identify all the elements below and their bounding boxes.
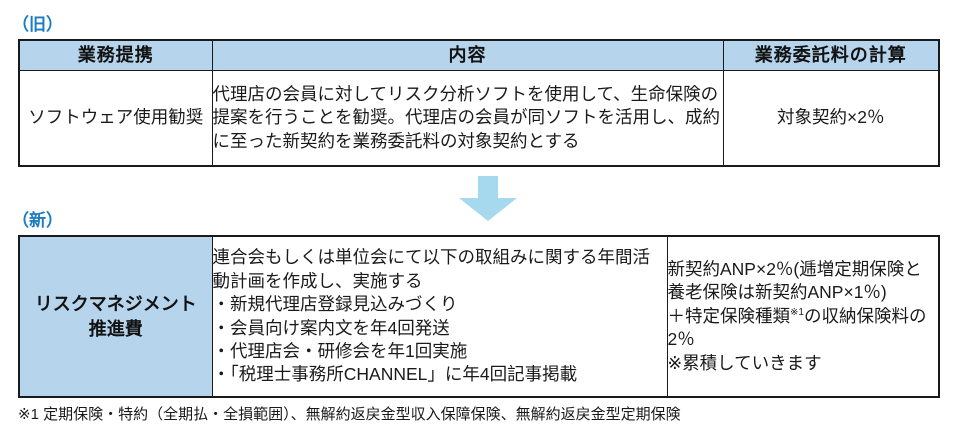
section-label-old: （旧） [12, 15, 63, 34]
footnote-text: ※1 定期保険・特約（全期払・全損範囲）、無解約返戻金型収入保障保険、無解約返戻… [18, 406, 681, 423]
old-header-content: 内容 [211, 39, 724, 71]
old-header-scheme: 業務提携 [18, 39, 213, 71]
table-header-row: 業務提携 内容 業務委託料の計算 [18, 39, 940, 71]
footnote-marker: ※1 [790, 306, 804, 318]
old-cell-scheme: ソフトウェア使用勧奨 [18, 70, 213, 167]
calculation-line-2-post: の収納保険料の2％ [667, 305, 927, 350]
new-cell-content: 連合会もしくは単位会にて以下の取組みに関する年間活動計画を作成し、実施する ・新… [211, 235, 668, 398]
table-row: リスクマネジメント 推進費 連合会もしくは単位会にて以下の取組みに関する年間活動… [18, 235, 940, 398]
old-header-calculation: 業務委託料の計算 [722, 39, 940, 71]
down-arrow-icon [459, 176, 517, 221]
table-row: ソフトウェア使用勧奨 代理店の会員に対してリスク分析ソフトを使用して、生命保険の… [18, 70, 940, 167]
calculation-line-2-pre: ＋特定保険種類 [667, 305, 791, 326]
new-cell-scheme: リスクマネジメント 推進費 [18, 235, 213, 398]
old-scheme-table: 業務提携 内容 業務委託料の計算 ソフトウェア使用勧奨 代理店の会員に対してリス… [18, 39, 940, 167]
calculation-line-1: 新契約ANP×2％(逓増定期保険と養老保険は新契約ANP×1％) [667, 258, 922, 303]
section-label-new: （新） [12, 211, 63, 230]
old-cell-calculation: 対象契約×2％ [722, 70, 940, 167]
old-cell-content: 代理店の会員に対してリスク分析ソフトを使用して、生命保険の提案を行うことを勧奨。… [211, 70, 724, 167]
new-cell-calculation: 新契約ANP×2％(逓増定期保険と養老保険は新契約ANP×1％) ＋特定保険種類… [666, 235, 940, 398]
calculation-line-3: ※累積していきます [667, 352, 822, 373]
new-scheme-table: リスクマネジメント 推進費 連合会もしくは単位会にて以下の取組みに関する年間活動… [18, 235, 940, 398]
